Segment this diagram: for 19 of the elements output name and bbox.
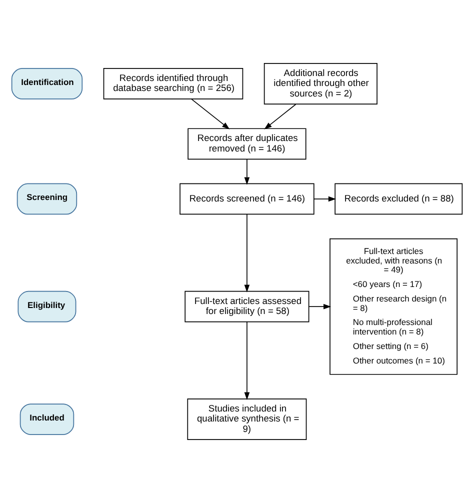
- arrow: [244, 214, 250, 292]
- node-box: Full-text articles excluded, with reasons (n = 49) <60 years (n = 17) Other research design (n = 8) No multi-professional intervention (n = 8) Other setting (n = 6) Other outcomes (n = 10): [330, 238, 458, 375]
- node-box: Identification: [11, 68, 83, 100]
- node-box: Records identified through database searching (n = 256): [103, 68, 244, 100]
- node-box: Records screened (n = 146): [180, 183, 314, 215]
- arrow: [313, 196, 336, 202]
- arrow: [308, 304, 332, 310]
- node-box: Included: [20, 404, 74, 435]
- node-box: Records after duplicates removed (n = 146): [188, 128, 306, 160]
- node-box: Records excluded (n = 88): [334, 183, 463, 215]
- node-box: Eligibility: [18, 290, 76, 322]
- arrow: [191, 98, 230, 130]
- arrow: [264, 104, 296, 130]
- arrow: [244, 158, 250, 185]
- arrow: [244, 322, 250, 400]
- node-box: Studies included in qualitative synthesis (n = 9): [187, 398, 307, 440]
- node-box: Additional records identified through other sources (n = 2): [264, 62, 378, 104]
- node-box: Screening: [16, 183, 78, 215]
- node-box: Full-text articles assessed for eligibility (n = 58): [184, 290, 310, 322]
